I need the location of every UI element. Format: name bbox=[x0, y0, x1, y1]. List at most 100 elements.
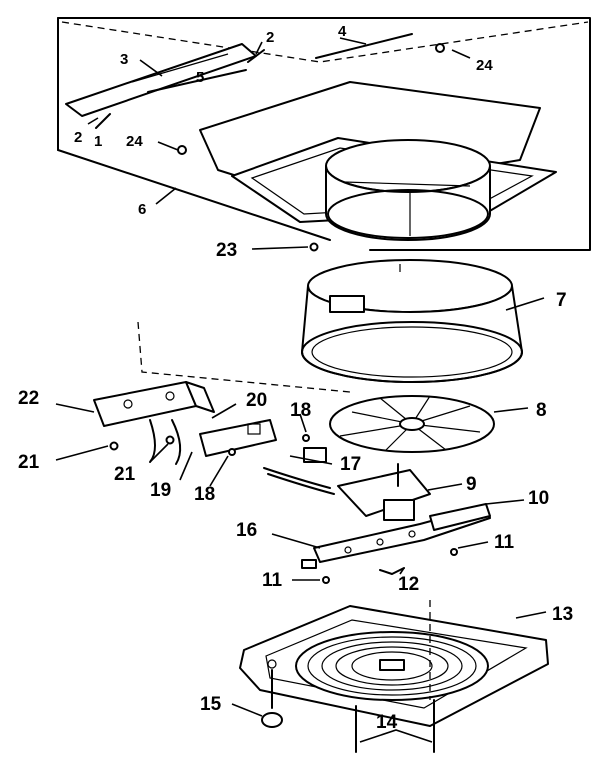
spring-clip-bottom bbox=[95, 113, 111, 129]
housing-collar-bottom bbox=[327, 189, 489, 239]
housing-flange-inner bbox=[250, 147, 534, 215]
fan-wheel bbox=[329, 395, 495, 453]
label-part-18-upper: 18 bbox=[290, 400, 311, 421]
label-part-3: 3 bbox=[120, 51, 128, 68]
screw-23 bbox=[309, 242, 319, 252]
leader-14 bbox=[359, 729, 433, 743]
leader-2b bbox=[87, 117, 99, 125]
label-part-5: 5 bbox=[196, 69, 204, 86]
motor-plate-hole-1 bbox=[344, 546, 352, 554]
leader-20 bbox=[211, 403, 237, 419]
mounting-bracket bbox=[93, 381, 215, 465]
grille-hole bbox=[267, 659, 277, 669]
label-part-14: 14 bbox=[376, 712, 398, 733]
leader-15 bbox=[231, 703, 263, 717]
label-part-20: 20 bbox=[246, 390, 267, 411]
fan-hub bbox=[399, 417, 425, 431]
bracket-spring-clip bbox=[149, 419, 156, 463]
housing-box-outline bbox=[57, 17, 591, 251]
leader-24a bbox=[451, 49, 471, 59]
label-part-2-left: 2 bbox=[74, 129, 82, 146]
motor-plate-tabs-12 bbox=[379, 567, 405, 575]
blower-housing bbox=[301, 259, 523, 383]
receptacle-bracket-slot bbox=[247, 423, 261, 435]
housing-collar-band bbox=[343, 181, 471, 187]
label-part-11-right: 11 bbox=[494, 532, 515, 553]
grille-screw bbox=[261, 669, 283, 728]
label-part-13: 13 bbox=[552, 604, 573, 625]
label-part-16: 16 bbox=[236, 520, 257, 541]
screw-top-right bbox=[435, 43, 445, 53]
label-part-15: 15 bbox=[200, 694, 222, 715]
label-part-23: 23 bbox=[216, 240, 237, 261]
label-part-6: 6 bbox=[138, 201, 146, 218]
label-part-24-left: 24 bbox=[126, 133, 143, 150]
housing-collar bbox=[325, 165, 491, 241]
mounting-bracket-plate bbox=[93, 381, 197, 427]
screw-18-lower bbox=[228, 448, 236, 456]
motor-housing bbox=[383, 499, 415, 521]
hinge-rod bbox=[147, 69, 247, 93]
leader-18a bbox=[299, 413, 307, 433]
blower-housing-tab bbox=[329, 295, 365, 313]
leader-lines bbox=[55, 37, 547, 743]
grille-ring-3 bbox=[335, 646, 449, 686]
leader-13 bbox=[515, 611, 547, 619]
grille bbox=[239, 605, 549, 727]
leader-10 bbox=[485, 499, 525, 505]
grille-ring-1 bbox=[307, 636, 477, 696]
label-part-2-top: 2 bbox=[266, 29, 274, 46]
motor-plate-tab bbox=[301, 559, 317, 569]
receptacle-bracket bbox=[199, 419, 310, 457]
label-part-1: 1 bbox=[94, 133, 102, 150]
screw-11-left bbox=[322, 576, 330, 584]
label-part-22: 22 bbox=[18, 388, 39, 409]
mounting-bracket-hole-1 bbox=[123, 399, 133, 409]
housing-top-rod bbox=[315, 33, 413, 59]
screw-housing-left bbox=[177, 145, 187, 155]
label-part-21-left: 21 bbox=[18, 452, 40, 473]
housing-box-bottom-edge bbox=[57, 149, 331, 241]
blower-housing-rim bbox=[301, 321, 523, 383]
label-part-21-right: 21 bbox=[114, 464, 136, 485]
leader-7 bbox=[505, 297, 545, 311]
bracket-spring-clip-2 bbox=[171, 419, 182, 465]
motor-body bbox=[337, 469, 431, 517]
label-part-24-right: 24 bbox=[476, 57, 493, 74]
leader-19 bbox=[179, 451, 193, 481]
spring-clip-top bbox=[247, 49, 265, 63]
leader-3 bbox=[139, 59, 163, 77]
motor-plate-bracket-10 bbox=[429, 503, 491, 531]
label-part-17: 17 bbox=[340, 454, 361, 475]
motor bbox=[337, 463, 431, 521]
grille-center-badge bbox=[379, 659, 405, 671]
leader-16 bbox=[271, 533, 321, 549]
power-cord-wire bbox=[263, 467, 331, 489]
damper-plate bbox=[65, 43, 257, 117]
screw-11-right bbox=[450, 548, 458, 556]
label-part-19: 19 bbox=[150, 480, 171, 501]
damper-plate-crease bbox=[131, 53, 229, 83]
housing-dashed-guide bbox=[61, 21, 589, 63]
leader-24b bbox=[157, 141, 179, 151]
leader-23 bbox=[251, 246, 309, 250]
leader-4 bbox=[339, 37, 367, 45]
assembly-guide-line bbox=[137, 321, 351, 393]
label-part-10: 10 bbox=[528, 488, 549, 509]
receptacle-bracket-plate bbox=[199, 419, 277, 457]
leader-22 bbox=[55, 403, 95, 413]
power-plug bbox=[303, 447, 327, 463]
label-part-4: 4 bbox=[338, 23, 347, 40]
screw-18-upper bbox=[302, 434, 310, 442]
grille-springs bbox=[355, 600, 435, 753]
mounting-bracket-hole-2 bbox=[165, 391, 175, 401]
screw-21-left bbox=[109, 441, 119, 451]
motor-plate-hole-3 bbox=[408, 530, 416, 538]
power-cord bbox=[263, 447, 335, 495]
label-part-11-left: 11 bbox=[262, 570, 283, 591]
leader-18b bbox=[209, 455, 229, 487]
grille-ring-2 bbox=[321, 641, 463, 691]
motor-plate-hole-2 bbox=[376, 538, 384, 546]
leader-9 bbox=[427, 483, 463, 491]
